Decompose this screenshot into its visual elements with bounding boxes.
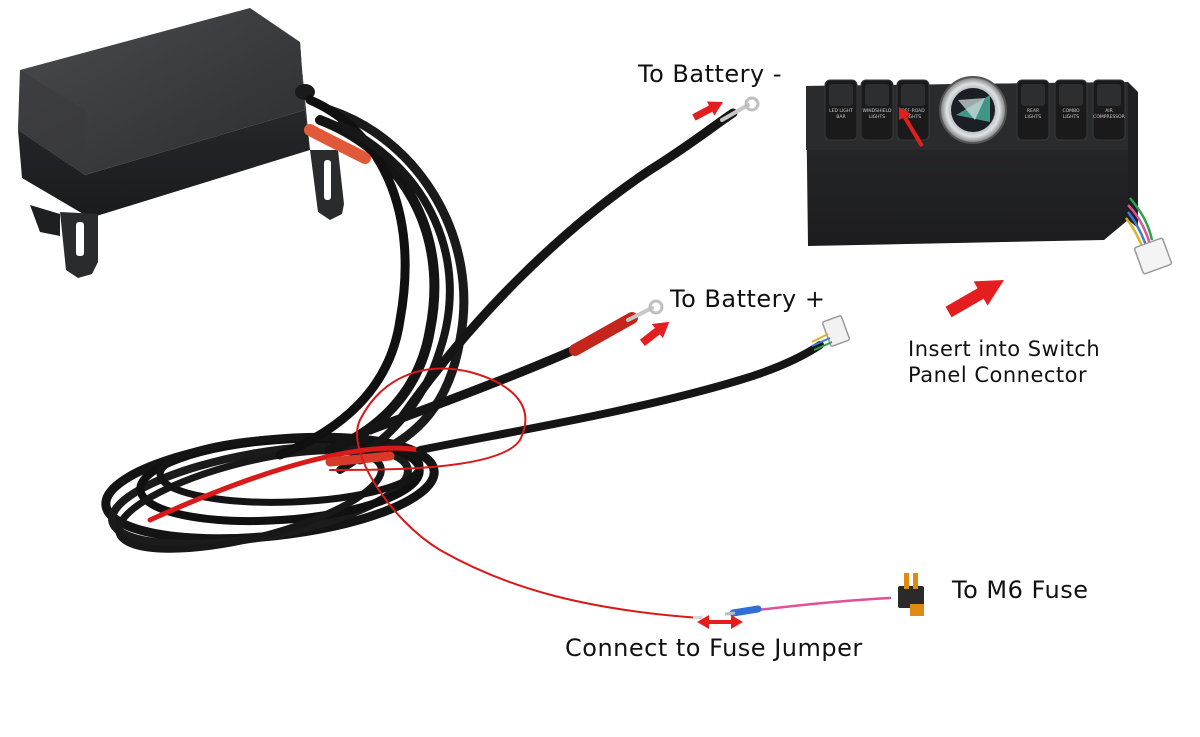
label-battery-negative: To Battery -: [638, 60, 783, 88]
rocker-switch[interactable]: WINDSHIELD LIGHTS: [860, 79, 894, 141]
switch-label-line1: COMBO: [1062, 108, 1080, 114]
switch-label-line2: BAR: [836, 114, 845, 120]
switch-label-line1: AIR: [1105, 108, 1113, 114]
battery-negative-terminal: [744, 96, 760, 112]
rocker-switch[interactable]: REAR LIGHTS: [1016, 79, 1050, 141]
wire-harness: [101, 95, 892, 619]
switch-label-line2: COMPRESSOR: [1093, 114, 1125, 120]
label-switch-panel-connector: Insert into Switch Panel Connector: [908, 337, 1101, 387]
switch-label-line1: OFF-ROAD: [901, 108, 925, 114]
arrow-fuse-jumper: [697, 615, 743, 629]
rocker-switch[interactable]: COMBO LIGHTS: [1054, 79, 1088, 141]
label-m6-fuse: To M6 Fuse: [952, 576, 1089, 604]
switch-label-line2: LIGHTS: [905, 114, 921, 120]
panel-connector-plug: [811, 315, 851, 351]
relay-box: [18, 8, 371, 278]
voltmeter-gauge: [939, 76, 1007, 144]
label-fuse-jumper: Connect to Fuse Jumper: [565, 634, 863, 662]
switch-label-line1: REAR: [1027, 108, 1039, 114]
rocker-switch[interactable]: LED LIGHT BAR: [824, 79, 858, 141]
switch-label-line2: LIGHTS: [1025, 114, 1041, 120]
battery-positive-terminal: [648, 299, 664, 315]
label-battery-positive: To Battery +: [670, 285, 826, 313]
fuse-jumper: [692, 605, 762, 620]
arrow-pointer-switch: [899, 107, 924, 148]
switch-label-line1: WINDSHIELD: [863, 108, 893, 114]
arrow-to-battery-positive: [639, 321, 670, 347]
switch-label-line2: LIGHTS: [869, 114, 885, 120]
arrow-to-switch-panel: [945, 280, 1004, 318]
rocker-switch[interactable]: OFF-ROAD LIGHTS: [896, 79, 930, 141]
switch-label-line2: LIGHTS: [1063, 114, 1079, 120]
arrow-to-battery-negative: [692, 101, 724, 121]
switch-label-line1: LED LIGHT: [829, 108, 853, 114]
m6-fuse-tap: [898, 573, 924, 616]
rocker-switch[interactable]: AIR COMPRESSOR: [1092, 79, 1126, 141]
